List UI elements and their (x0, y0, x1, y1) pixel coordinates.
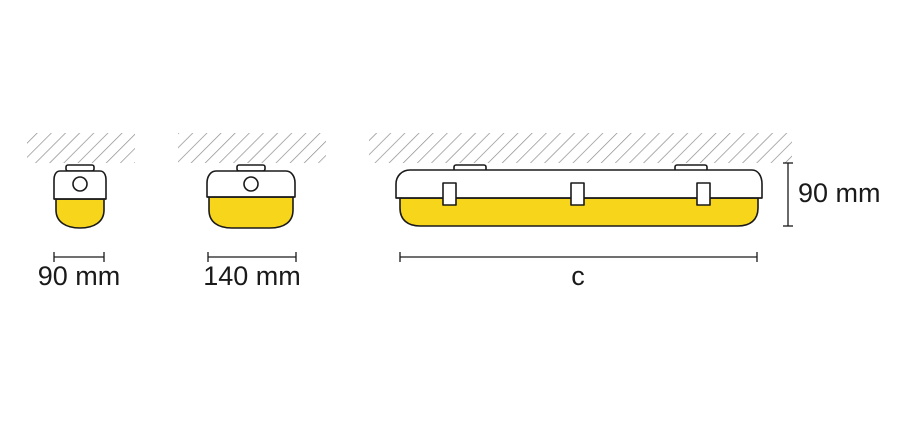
cable-entry (72, 176, 88, 192)
diffuser (55, 198, 105, 229)
dimension-line-small-width (53, 252, 105, 262)
diffuser (208, 196, 294, 229)
clamp-left (442, 182, 457, 206)
medium-width-label: 140 mm (203, 261, 301, 291)
dimension-line-medium-width (207, 252, 297, 262)
luminaire-end-view-medium (206, 164, 296, 229)
luminaire-end-view-small (53, 164, 107, 229)
long-length-label: c (571, 261, 585, 291)
diffuser (399, 197, 759, 227)
clamp-middle (570, 182, 585, 206)
dimension-line-long-length (399, 252, 758, 262)
ceiling-hatch-long (369, 133, 792, 163)
ceiling-hatch-medium (178, 133, 326, 163)
small-width-label: 90 mm (38, 261, 121, 291)
clamp-right (696, 182, 711, 206)
luminaire-side-view (395, 164, 763, 227)
mounting-clip (65, 164, 95, 172)
ceiling-hatch-small (27, 133, 135, 163)
cable-entry (243, 176, 259, 192)
height-label: 90 mm (798, 178, 881, 208)
mounting-clip (236, 164, 266, 172)
dimension-line-height (783, 162, 793, 227)
